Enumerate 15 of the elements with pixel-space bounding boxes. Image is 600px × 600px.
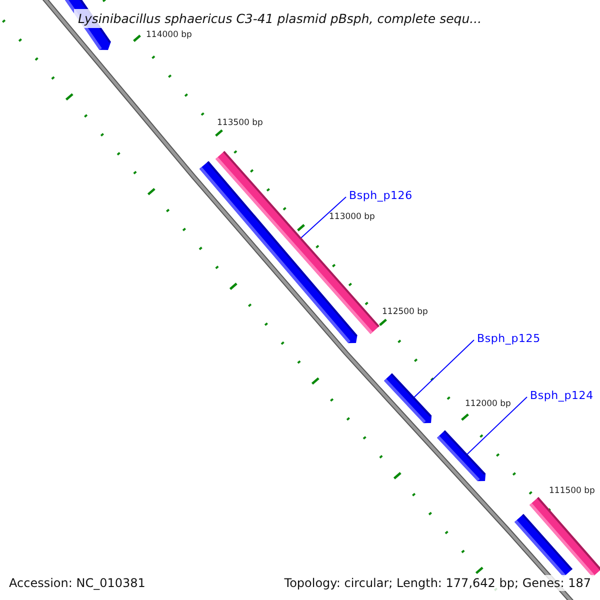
- leader-line: [414, 340, 474, 398]
- scale-label: 113000 bp: [329, 212, 375, 222]
- accession-text: Accession: NC_010381: [8, 575, 146, 591]
- map-summary-text: Topology: circular; Length: 177,642 bp; Genes: 187: [281, 575, 594, 591]
- gene-label: Bsph_p124: [530, 389, 594, 402]
- scale-label: 113500 bp: [217, 118, 263, 128]
- gene-label: Bsph_p125: [477, 332, 540, 345]
- leader-line: [300, 196, 346, 238]
- gene-feature-block: [437, 430, 486, 482]
- scale-label: 111500 bp: [549, 486, 595, 496]
- scale-label: 112000 bp: [465, 399, 511, 409]
- gene-feature-block: [384, 373, 432, 424]
- gene-label: Bsph_p126: [349, 189, 412, 202]
- leader-line: [466, 396, 528, 455]
- scale-label: 114000 bp: [146, 30, 192, 40]
